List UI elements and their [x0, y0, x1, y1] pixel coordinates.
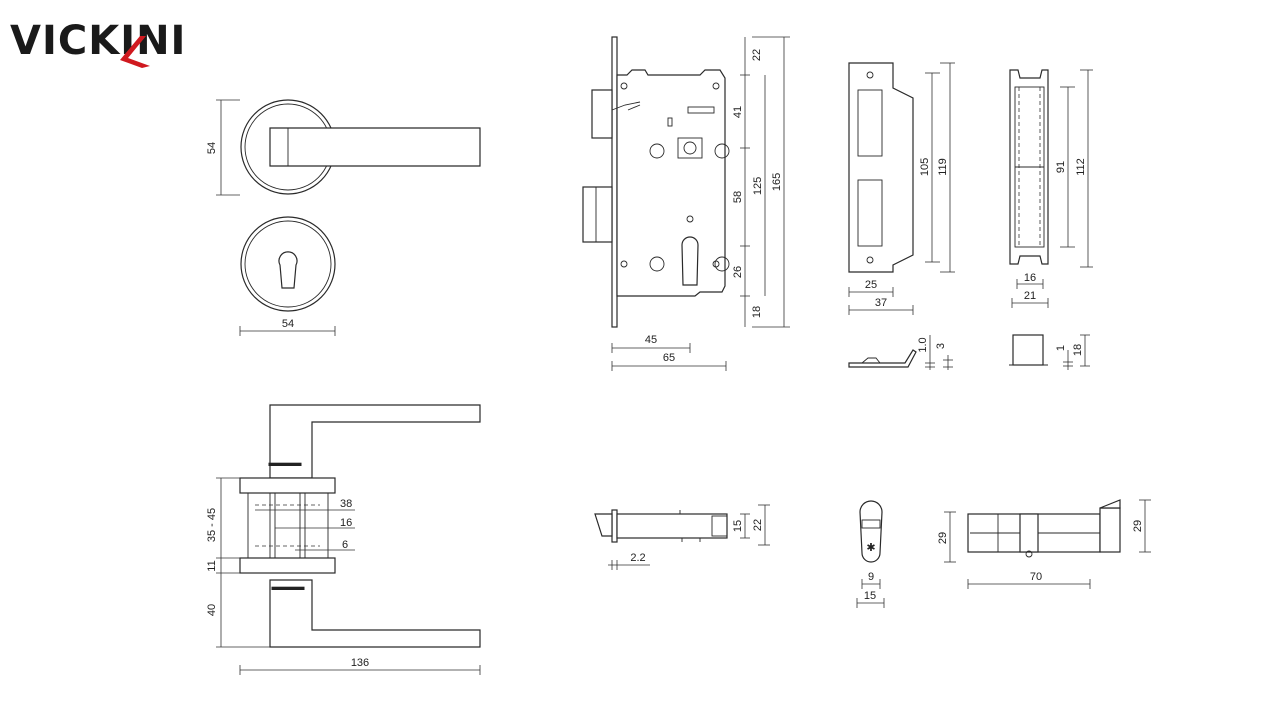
dim-strike-thk-a: 1.0: [917, 337, 929, 352]
dim-handle-height: 40: [206, 604, 218, 616]
dim-body-width: 65: [663, 352, 675, 364]
dim-cyl-length: 70: [1030, 571, 1042, 583]
dim-cyl-height-right: 29: [1132, 520, 1144, 532]
dim-strike-inner-width: 25: [865, 279, 877, 291]
dim-spindle-c: 6: [342, 539, 348, 551]
dim-latch-a: 15: [732, 520, 744, 532]
view-strike-plate: 105 119 25 37 1.0 3: [848, 62, 955, 370]
dim-box-thk: 1: [1055, 345, 1067, 351]
dim-strike-inner-height: 105: [919, 158, 931, 176]
dim-rose-lever-height: 54: [206, 142, 218, 154]
dim-spindle-b: 16: [340, 517, 352, 529]
brand-logo-accent: [120, 36, 150, 68]
dim-body-top: 22: [751, 49, 763, 61]
dim-box-depth: 18: [1072, 344, 1084, 356]
view-rose-lever-front: 54: [206, 99, 481, 196]
dim-body-lower: 26: [732, 266, 744, 278]
svg-text:▬▬▬: ▬▬▬: [272, 581, 305, 593]
dim-faceplate-width-inner: 16: [1024, 272, 1036, 284]
view-faceplate: 91 112 16 21 1 18: [1009, 69, 1093, 370]
brand-logo-text: VICKINI: [10, 18, 186, 64]
dim-body-centers: 125: [752, 177, 764, 195]
dim-body-bottom: 18: [751, 306, 763, 318]
dim-strike-thk-b: 3: [935, 343, 947, 349]
svg-text:▬▬▬: ▬▬▬: [269, 457, 302, 469]
brand-logo: VICKINI: [10, 18, 186, 68]
dim-escutcheon-width: 54: [282, 318, 294, 330]
dim-latch-thk: 2.2: [630, 552, 645, 564]
view-escutcheon-front: 54: [239, 216, 336, 336]
dim-faceplate-outer: 112: [1075, 158, 1087, 176]
dim-cyl-height-left: 29: [937, 532, 949, 544]
dim-strike-outer-height: 119: [937, 158, 949, 176]
dim-lever-length: 136: [351, 657, 369, 669]
dim-cyl-width: 15: [864, 590, 876, 602]
dim-body-middle: 58: [732, 191, 744, 203]
view-latch-side: 15 22 2.2: [594, 504, 770, 570]
dim-body-upper: 41: [732, 106, 744, 118]
dim-body-total: 165: [771, 173, 783, 191]
dim-strike-outer-width: 37: [875, 297, 887, 309]
view-cylinder-side: 29 29 70: [937, 499, 1151, 589]
dim-faceplate-width-outer: 21: [1024, 290, 1036, 302]
dim-rose-thickness: 11: [206, 560, 218, 571]
dim-spindle-a: 38: [340, 498, 352, 510]
svg-text:✱: ✱: [866, 542, 875, 554]
dim-latch-b: 22: [752, 519, 764, 531]
dim-door-thickness: 35 - 45: [206, 508, 218, 542]
dim-cyl-small: 9: [868, 571, 874, 583]
dim-backset: 45: [645, 334, 657, 346]
view-lever-side: ▬▬▬ ▬▬▬ 35 - 45 11 40 38 16 6 136: [206, 404, 481, 675]
dim-faceplate-inner: 91: [1055, 161, 1067, 173]
view-cylinder-front: ✱ 9 15: [856, 500, 885, 608]
view-mortise-body: 22 41 58 26 18 125 165 45 65: [582, 36, 790, 371]
